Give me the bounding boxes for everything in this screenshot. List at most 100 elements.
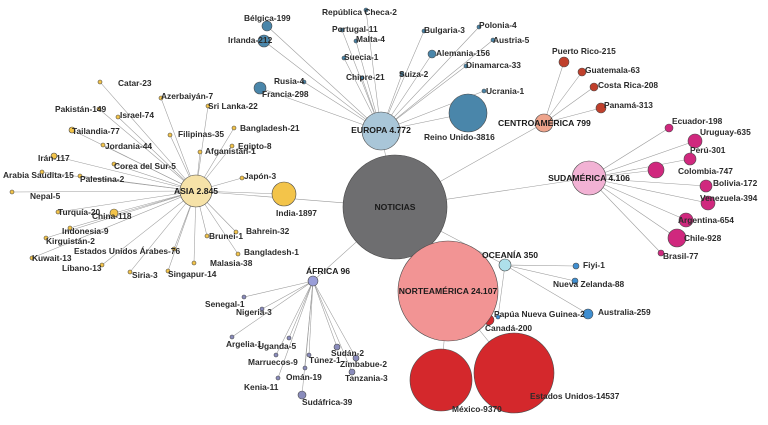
node-arabia-saudita-15[interactable] bbox=[39, 169, 45, 175]
edge-palestina bbox=[79, 175, 197, 192]
edge-libano bbox=[101, 190, 197, 266]
node-mexico-9370[interactable] bbox=[409, 348, 473, 412]
node-estados-unidos-14537[interactable] bbox=[473, 332, 555, 414]
node-israel-74[interactable] bbox=[115, 114, 121, 120]
node-estados-unidos-arabes-76[interactable] bbox=[171, 246, 177, 252]
node-libano-13[interactable] bbox=[99, 262, 105, 268]
node-polonia-4[interactable] bbox=[476, 24, 482, 30]
node-sri-lanka-22[interactable] bbox=[205, 103, 211, 109]
node-peru-301[interactable] bbox=[683, 152, 697, 166]
node-puerto-rico-215[interactable] bbox=[558, 56, 570, 68]
node-palestina-2[interactable] bbox=[77, 173, 83, 179]
label-chile-928: Chile-928 bbox=[684, 233, 722, 243]
node-senegal-1[interactable] bbox=[241, 294, 247, 300]
node-oman-19[interactable] bbox=[302, 365, 308, 371]
node-sudafrica-39[interactable] bbox=[297, 390, 307, 400]
node-kenia-11[interactable] bbox=[275, 375, 281, 381]
hub-asia-2-845[interactable] bbox=[179, 174, 213, 208]
node-bahrein-32[interactable] bbox=[233, 229, 239, 235]
node-bangladesh-1[interactable] bbox=[235, 251, 241, 257]
node-portugal-11[interactable] bbox=[339, 27, 345, 33]
node-jordania-44[interactable] bbox=[100, 142, 106, 148]
edge-argentina bbox=[588, 177, 687, 221]
node-suecia-1[interactable] bbox=[341, 55, 347, 61]
hub-norteamerica-24-107[interactable] bbox=[397, 240, 499, 342]
node-brasil-77[interactable] bbox=[657, 249, 665, 257]
node-ucrania-1[interactable] bbox=[481, 88, 487, 94]
hub-europa-4-772[interactable] bbox=[361, 111, 401, 151]
node-republica-checa-2[interactable] bbox=[363, 7, 369, 13]
edge-francia bbox=[259, 87, 382, 132]
node-china-118[interactable] bbox=[109, 208, 119, 218]
node-bulgaria-3[interactable] bbox=[421, 28, 427, 34]
node-turquia-20[interactable] bbox=[55, 209, 61, 215]
hub-sudamerica-4-106[interactable] bbox=[571, 160, 607, 196]
node-brunei-1[interactable] bbox=[204, 233, 210, 239]
node-catar-23[interactable] bbox=[97, 79, 103, 85]
hub-noticias[interactable] bbox=[342, 154, 448, 260]
node-dinamarca-33[interactable] bbox=[463, 63, 469, 69]
node-india-1897[interactable] bbox=[271, 181, 297, 207]
node-marruecos-9[interactable] bbox=[273, 352, 279, 358]
node-corea-del-sur-5[interactable] bbox=[111, 161, 117, 167]
node-filipinas-35[interactable] bbox=[167, 132, 173, 138]
node-bolivia-172[interactable] bbox=[699, 179, 713, 193]
node-alemania-156[interactable] bbox=[427, 49, 437, 59]
node-egipto-8[interactable] bbox=[229, 143, 235, 149]
node-panama-313[interactable] bbox=[595, 102, 607, 114]
node-fiyi-1[interactable] bbox=[572, 262, 580, 270]
node-uruguay-635[interactable] bbox=[687, 133, 703, 149]
node-sudan-2[interactable] bbox=[333, 343, 341, 351]
node-suiza-2[interactable] bbox=[399, 71, 405, 77]
node-nigeria-3[interactable] bbox=[259, 306, 265, 312]
node-zimbabue-2[interactable] bbox=[352, 354, 360, 362]
node-malta-4[interactable] bbox=[353, 38, 359, 44]
node-nepal-5[interactable] bbox=[9, 189, 15, 195]
node-argentina-654[interactable] bbox=[678, 212, 694, 228]
node-colombia-747[interactable] bbox=[647, 161, 665, 179]
node-irlanda-212[interactable] bbox=[257, 34, 271, 48]
node-afganistan-1[interactable] bbox=[197, 149, 203, 155]
node-reino-unido-3816[interactable] bbox=[448, 93, 488, 133]
node-chile-928[interactable] bbox=[667, 228, 687, 248]
node-francia-298[interactable] bbox=[253, 81, 267, 95]
node-guatemala-63[interactable] bbox=[577, 67, 587, 77]
edge-nzelanda bbox=[504, 264, 576, 282]
edge-zimbabue bbox=[312, 280, 357, 359]
node-nueva-zelanda-88[interactable] bbox=[571, 277, 579, 285]
hub-oceania-350[interactable] bbox=[498, 258, 512, 272]
node-papua-nueva-guinea-2[interactable] bbox=[495, 314, 501, 320]
node-ecuador-198[interactable] bbox=[664, 123, 674, 133]
label-india-1897: India-1897 bbox=[276, 208, 317, 218]
node-japon-3[interactable] bbox=[239, 175, 245, 181]
label-argelia-1: Argelia-1 bbox=[226, 339, 262, 349]
node-siria-3[interactable] bbox=[127, 269, 133, 275]
node-bangladesh-21[interactable] bbox=[231, 125, 237, 131]
node-chipre-21[interactable] bbox=[359, 75, 365, 81]
node-austria-5[interactable] bbox=[490, 37, 496, 43]
node-australia-259[interactable] bbox=[582, 308, 594, 320]
node-kirguistan-2[interactable] bbox=[43, 235, 49, 241]
node-indonesia-9[interactable] bbox=[67, 225, 73, 231]
label-nueva-zelanda-88: Nueva Zelanda-88 bbox=[553, 279, 625, 289]
node-uganda-5[interactable] bbox=[286, 335, 292, 341]
node-azerbaiyan-7[interactable] bbox=[158, 95, 164, 101]
node-singapur-14[interactable] bbox=[165, 268, 171, 274]
hub-centroamerica-799[interactable] bbox=[534, 113, 554, 133]
node-tanzania-3[interactable] bbox=[348, 368, 356, 376]
label-siria-3: Siria-3 bbox=[132, 270, 158, 280]
node-malasia-38[interactable] bbox=[191, 260, 197, 266]
label-brunei-1: Brunei-1 bbox=[209, 231, 243, 241]
node-venezuela-394[interactable] bbox=[700, 195, 716, 211]
node-tunez-1[interactable] bbox=[306, 352, 312, 358]
node-kuwait-13[interactable] bbox=[29, 255, 35, 261]
node-costa-rica-208[interactable] bbox=[589, 82, 599, 92]
hub-africa-96[interactable] bbox=[307, 275, 319, 287]
node-belgica-199[interactable] bbox=[261, 20, 273, 32]
edge-azerbaiyan bbox=[160, 97, 197, 192]
node-pakistan-149[interactable] bbox=[96, 106, 102, 112]
node-argelia-1[interactable] bbox=[229, 334, 235, 340]
node-tailandia-77[interactable] bbox=[68, 126, 76, 134]
node-rusia-4[interactable] bbox=[301, 79, 307, 85]
node-iran-117[interactable] bbox=[50, 152, 58, 160]
